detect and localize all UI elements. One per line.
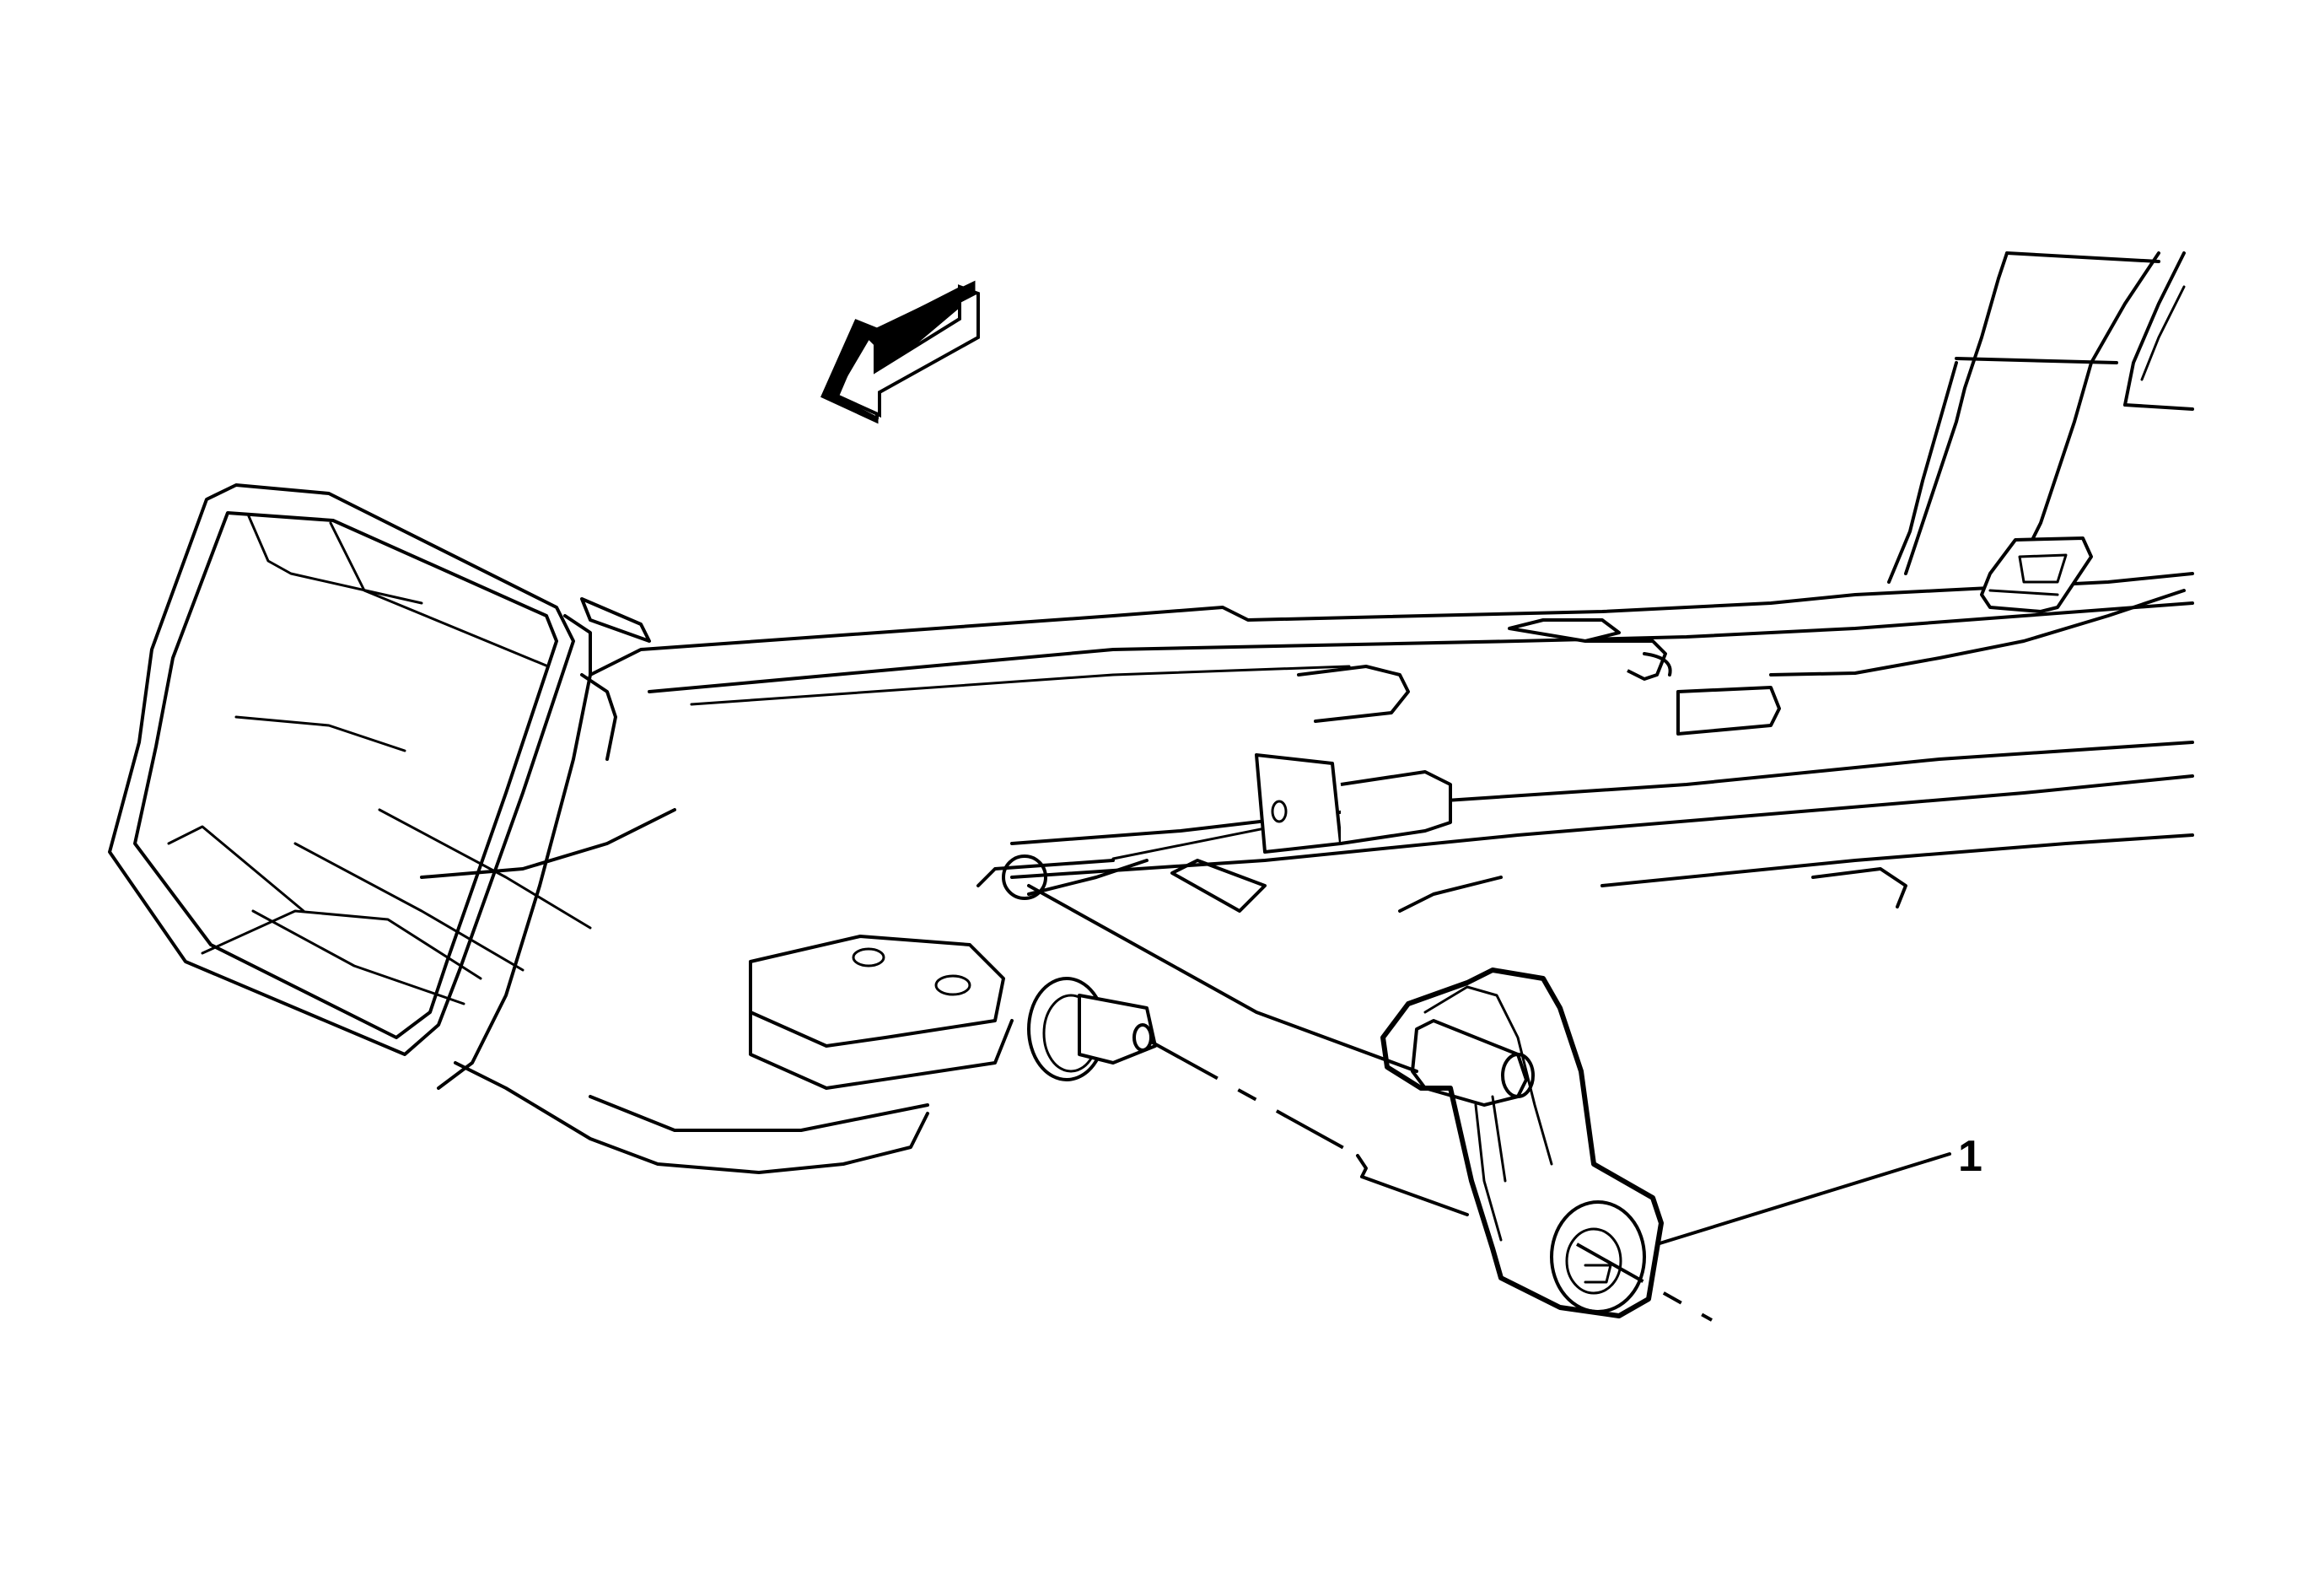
callout-number-1: 1 [1958, 1132, 1982, 1181]
direction-arrow-icon [820, 280, 980, 424]
column-housing [589, 251, 2194, 913]
mounting-plate [749, 935, 1014, 1090]
shaft [1027, 977, 1157, 1081]
lever [1380, 968, 1664, 1318]
linkage [976, 753, 1452, 913]
assembly-centerlines [1027, 884, 1713, 1322]
callout-leader-1 [1655, 1152, 1951, 1246]
tilt-bracket [108, 483, 929, 1174]
